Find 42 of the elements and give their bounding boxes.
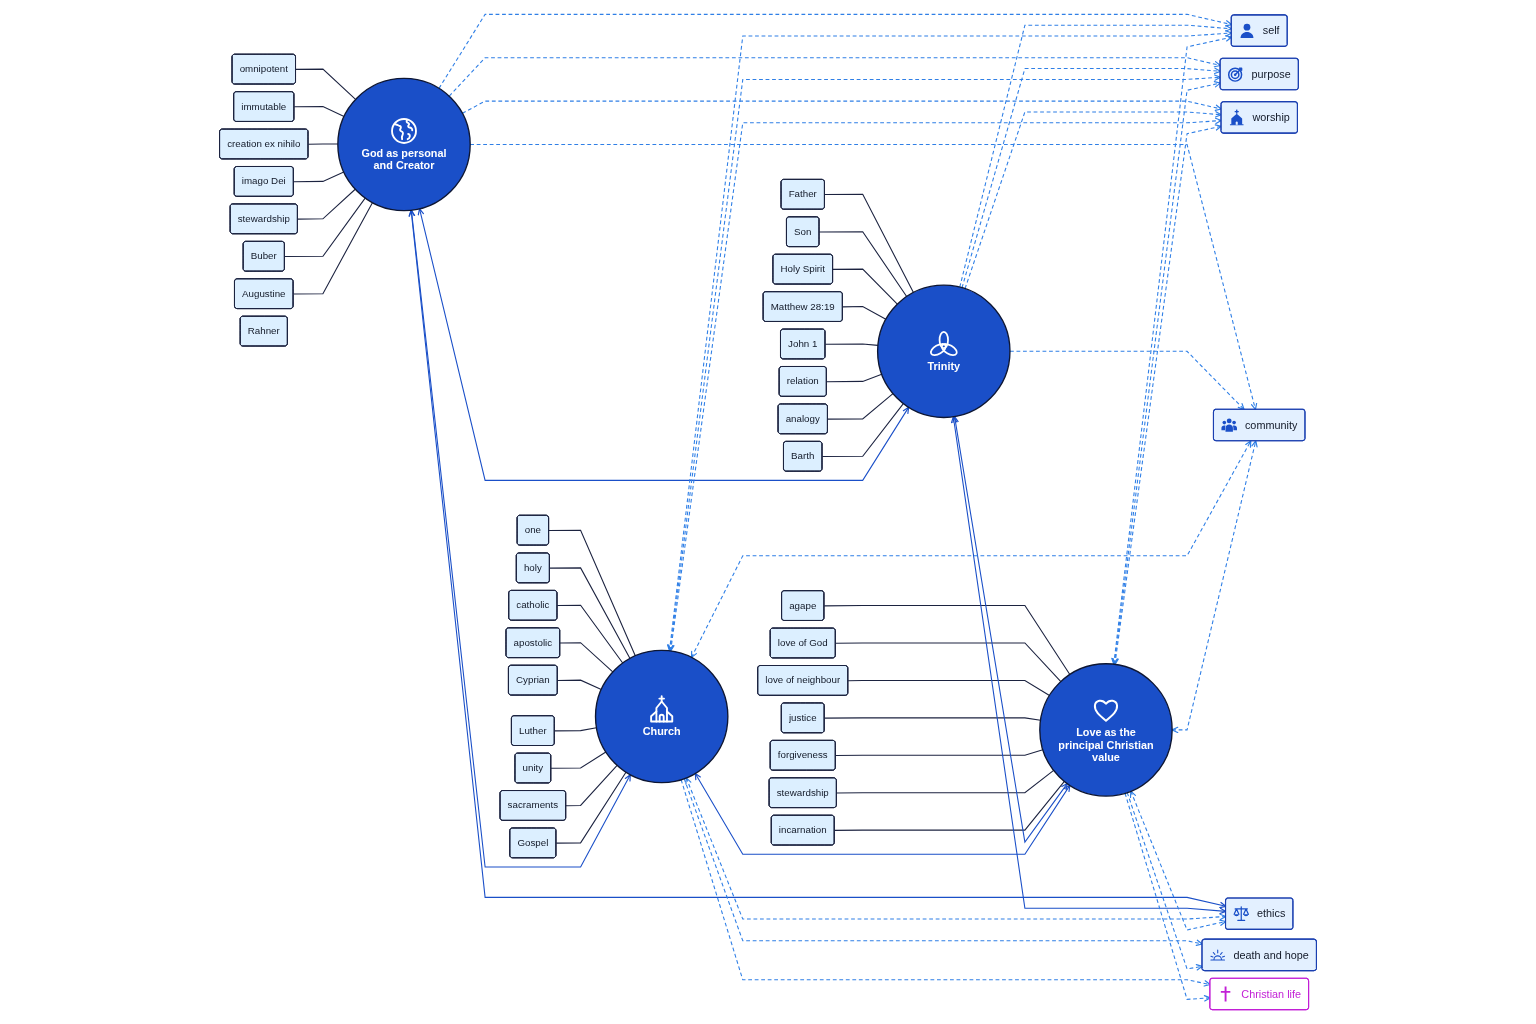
connector — [821, 403, 904, 458]
connector — [548, 529, 636, 657]
connector — [818, 231, 908, 298]
arrow — [961, 67, 1221, 289]
node-circle: Love as the principal Christian value — [1039, 663, 1173, 797]
connector — [835, 749, 1044, 757]
connector — [556, 604, 624, 664]
arrow — [461, 100, 1222, 114]
arrow — [683, 778, 1203, 946]
connector — [826, 373, 883, 383]
connector — [292, 202, 373, 295]
connector — [824, 343, 879, 346]
connector — [565, 764, 618, 807]
arrow — [417, 208, 910, 481]
arrow — [448, 57, 1221, 97]
connector — [284, 197, 366, 258]
connector — [835, 642, 1062, 683]
arrow — [694, 772, 1071, 855]
connector — [823, 605, 1071, 675]
connector — [293, 106, 345, 117]
connector — [295, 68, 357, 100]
connector — [557, 679, 602, 690]
node-circle: God as personal and Creator — [337, 77, 471, 212]
connector — [550, 751, 607, 769]
arrow — [1126, 792, 1203, 971]
arrow — [964, 111, 1222, 290]
connector — [842, 306, 887, 320]
connector — [832, 268, 898, 305]
node-circle: Trinity — [876, 284, 1011, 419]
connector — [824, 193, 914, 294]
node-circle: Church — [594, 649, 729, 784]
connector — [833, 780, 1065, 831]
connector — [847, 679, 1051, 696]
connector — [297, 188, 356, 220]
arrow — [690, 440, 1252, 658]
connector — [559, 642, 614, 673]
connector — [555, 771, 627, 844]
connector — [549, 567, 631, 659]
arrow — [1009, 350, 1245, 411]
arrow — [952, 416, 1068, 844]
connector — [836, 769, 1055, 794]
connector — [827, 393, 894, 420]
